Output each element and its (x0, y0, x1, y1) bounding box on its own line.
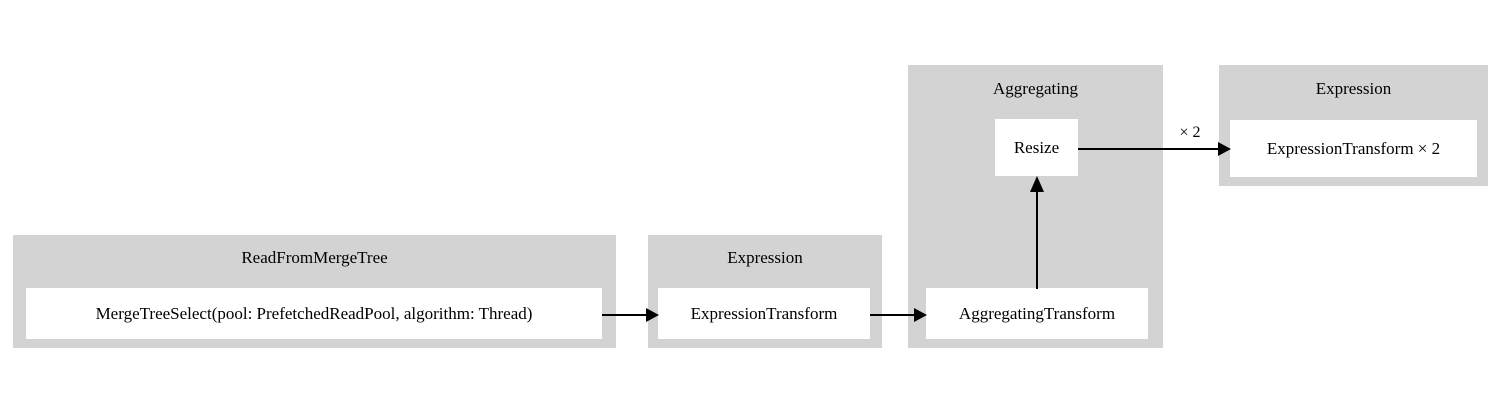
edge-aggregating-to-resize (1026, 176, 1048, 289)
edge-resize-to-expression2 (1078, 138, 1232, 160)
node-merge-tree-select[interactable]: MergeTreeSelect(pool: PrefetchedReadPool… (26, 288, 602, 339)
cluster-read-from-merge-tree-label: ReadFromMergeTree (241, 248, 388, 267)
edge-expression-to-aggregating (870, 304, 928, 326)
edge-label-resize-to-expression2: × 2 (1179, 124, 1201, 141)
node-expression-transform[interactable]: ExpressionTransform (658, 288, 870, 339)
node-resize[interactable]: Resize (995, 119, 1078, 176)
cluster-aggregating-label: Aggregating (993, 79, 1078, 98)
node-expression-transform-x2[interactable]: ExpressionTransform × 2 (1230, 120, 1477, 177)
edge-select-to-expression (602, 304, 660, 326)
cluster-expression-2-label: Expression (1315, 79, 1392, 98)
node-aggregating-transform[interactable]: AggregatingTransform (926, 288, 1148, 339)
cluster-expression-1-label: Expression (727, 248, 803, 267)
